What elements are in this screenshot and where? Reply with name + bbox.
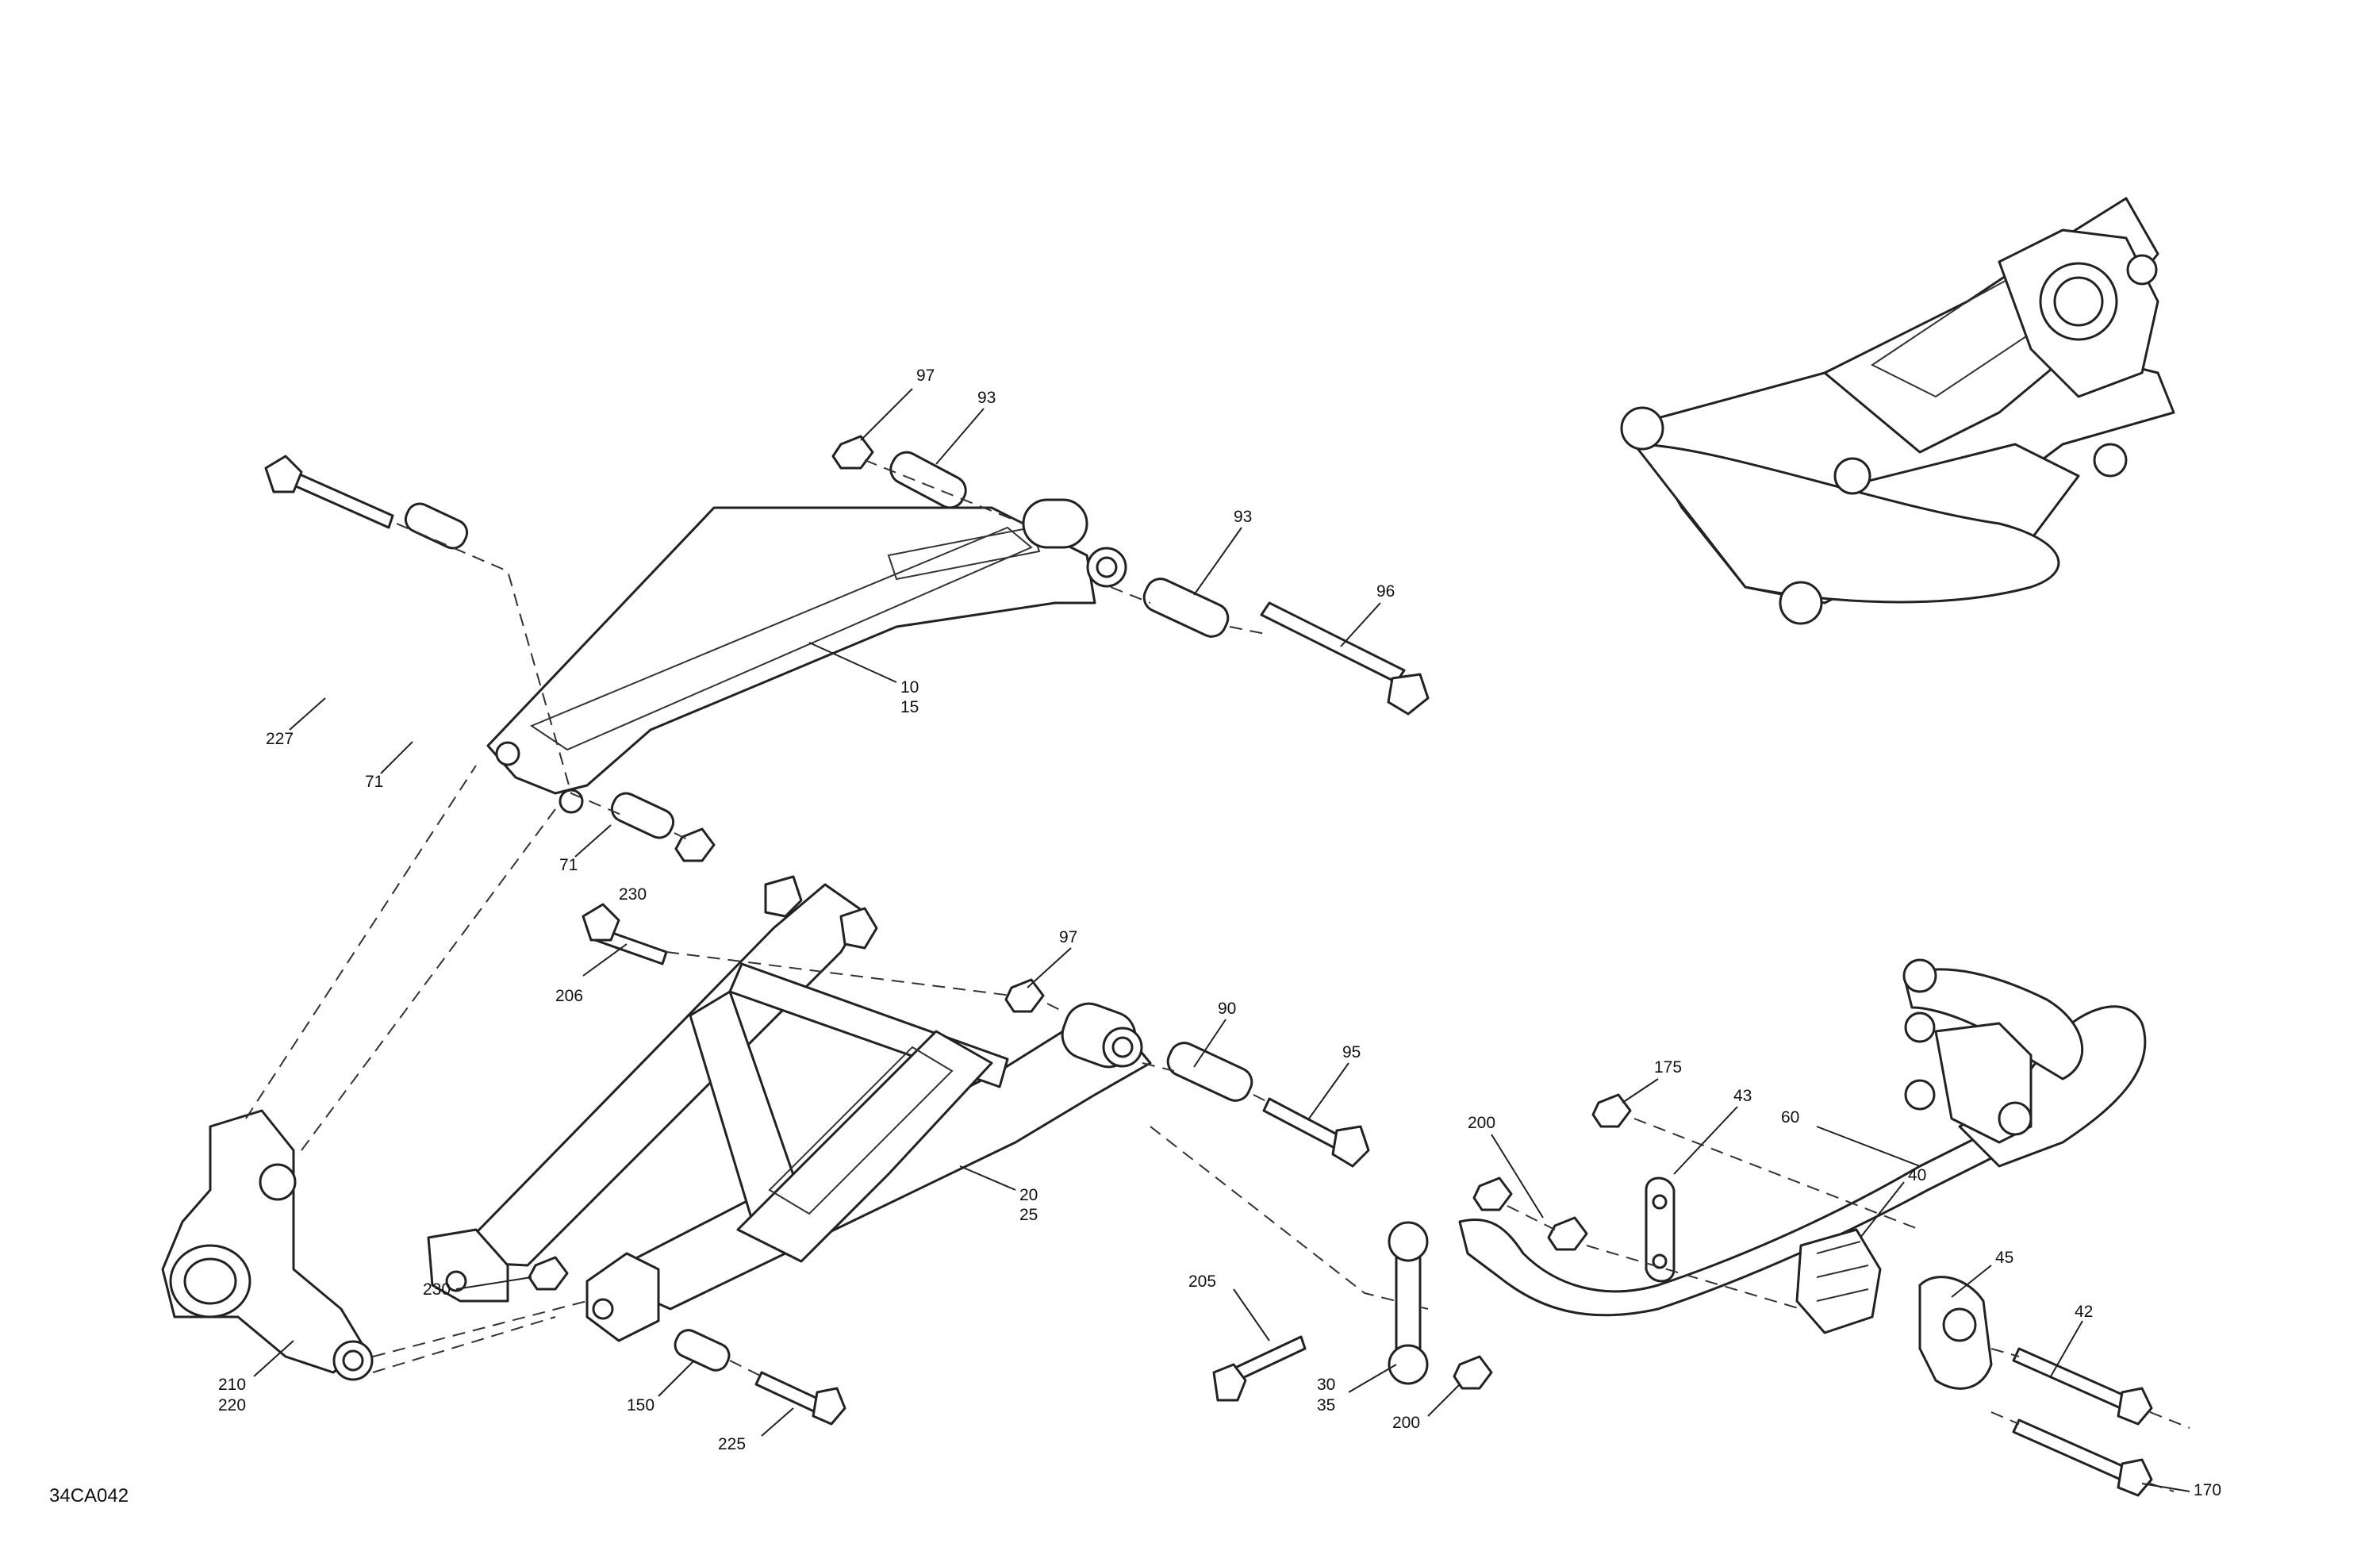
nut-230-upper bbox=[674, 827, 716, 862]
nut-175 bbox=[1591, 1093, 1632, 1128]
bolt-96-head bbox=[1387, 673, 1430, 716]
callout-71-lower: 71 bbox=[559, 856, 578, 874]
bushing-71-lower bbox=[610, 792, 675, 839]
nut-200-extra bbox=[1547, 1216, 1588, 1251]
callout-25: 25 bbox=[1019, 1206, 1038, 1224]
bushing-93-upper-right bbox=[1142, 578, 1230, 638]
bolt-225 bbox=[754, 1371, 823, 1414]
nut-97-lower bbox=[1004, 978, 1045, 1013]
bolt-95-head bbox=[1331, 1125, 1370, 1168]
callout-97-upper: 97 bbox=[916, 367, 935, 385]
bushing-90 bbox=[1166, 1042, 1253, 1102]
nut-200-upper bbox=[1472, 1176, 1513, 1211]
callout-42: 42 bbox=[2075, 1303, 2093, 1321]
steering-knuckle bbox=[161, 765, 588, 1381]
callout-220: 220 bbox=[218, 1396, 246, 1414]
sway-link-30-35 bbox=[1395, 1252, 1422, 1350]
callout-20: 20 bbox=[1019, 1186, 1038, 1204]
callout-93-upper-right: 93 bbox=[1234, 508, 1252, 526]
callout-206: 206 bbox=[555, 987, 583, 1005]
callout-43: 43 bbox=[1733, 1087, 1752, 1105]
callout-200-lower: 200 bbox=[1392, 1414, 1420, 1432]
callout-96: 96 bbox=[1376, 582, 1395, 601]
callout-205: 205 bbox=[1188, 1272, 1216, 1291]
callout-95: 95 bbox=[1342, 1043, 1361, 1061]
callout-150: 150 bbox=[627, 1396, 654, 1414]
callout-200-upper: 200 bbox=[1468, 1114, 1495, 1132]
callout-35: 35 bbox=[1317, 1396, 1335, 1414]
assembled-suspension-view bbox=[1620, 197, 2175, 625]
callout-227: 227 bbox=[266, 730, 294, 748]
lower-arm-hardware bbox=[528, 903, 1429, 1426]
callout-15: 15 bbox=[900, 698, 919, 716]
sway-bar-assembly bbox=[1212, 958, 2190, 1497]
callout-97-lower: 97 bbox=[1059, 928, 1077, 946]
callout-175: 175 bbox=[1654, 1058, 1682, 1077]
bolt-206-head bbox=[582, 903, 620, 942]
lower-a-arm bbox=[427, 875, 1152, 1342]
callout-170: 170 bbox=[2194, 1481, 2221, 1499]
callout-230-lower: 230 bbox=[423, 1280, 451, 1299]
leader-lines bbox=[253, 388, 2190, 1492]
callout-10: 10 bbox=[900, 678, 919, 697]
nut-230-lower bbox=[528, 1256, 569, 1291]
bolt-170 bbox=[2012, 1418, 2128, 1481]
upper-a-arm bbox=[486, 498, 1127, 814]
bolt-42 bbox=[2012, 1347, 2128, 1410]
bolt-205 bbox=[1232, 1335, 1307, 1382]
callout-60: 60 bbox=[1781, 1108, 1799, 1127]
bolt-225-head bbox=[812, 1387, 846, 1426]
bolt-95 bbox=[1262, 1097, 1346, 1152]
bolt-96 bbox=[1260, 601, 1406, 684]
diagram-code: 34CA042 bbox=[49, 1485, 129, 1507]
nut-97-upper bbox=[831, 435, 874, 470]
callout-30: 30 bbox=[1317, 1376, 1335, 1394]
callout-45: 45 bbox=[1995, 1249, 2013, 1267]
callout-labels: 97 93 93 96 10 15 227 71 71 230 206 97 9… bbox=[218, 367, 2221, 1499]
callout-40: 40 bbox=[1908, 1166, 1926, 1184]
callout-230-upper: 230 bbox=[619, 885, 647, 904]
callout-90: 90 bbox=[1218, 1000, 1236, 1018]
bushing-71-upper bbox=[404, 502, 469, 550]
bushing-150 bbox=[674, 1329, 731, 1372]
callout-210: 210 bbox=[218, 1376, 246, 1394]
callout-225: 225 bbox=[718, 1435, 746, 1453]
nut-200-lower bbox=[1453, 1355, 1493, 1390]
callout-71-upper: 71 bbox=[365, 773, 383, 791]
bolt-170-head bbox=[2117, 1458, 2153, 1497]
bolt-205-head bbox=[1212, 1363, 1247, 1402]
bushing-93-upper-left bbox=[889, 451, 967, 509]
bolt-227-head bbox=[264, 455, 303, 493]
callout-93-upper-left: 93 bbox=[977, 389, 996, 407]
upper-arm-hardware bbox=[264, 435, 1430, 862]
bolt-42-head bbox=[2117, 1387, 2153, 1426]
bushing-40 bbox=[1795, 1228, 1882, 1334]
